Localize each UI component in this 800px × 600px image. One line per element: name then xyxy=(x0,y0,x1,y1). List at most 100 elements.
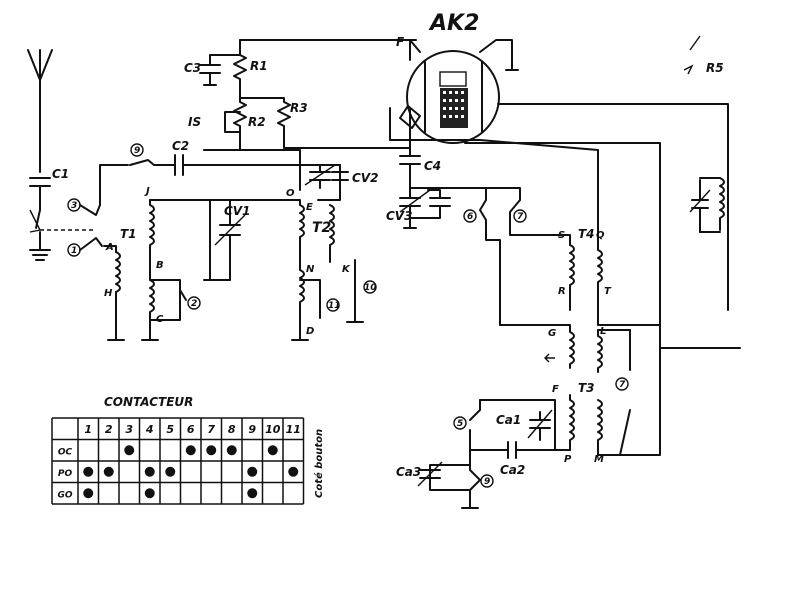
switch-1-left: 1 xyxy=(67,237,103,257)
switch-5: 5 xyxy=(453,416,467,430)
svg-text:9: 9 xyxy=(484,477,490,487)
rc-network xyxy=(199,39,411,191)
label-r5: R5 xyxy=(706,61,724,75)
label-c4: C4 xyxy=(424,159,441,173)
svg-text:9: 9 xyxy=(134,146,140,156)
table-column-header: 3 xyxy=(125,423,133,436)
table-column-header: 11 xyxy=(286,423,301,436)
node-s: S xyxy=(558,230,565,241)
table-contact-dot xyxy=(185,445,196,456)
tube-title: AK2 xyxy=(428,11,479,36)
node-p: P xyxy=(564,454,572,465)
table-contact-dot xyxy=(206,445,217,456)
switch-9-top: 9 xyxy=(99,143,341,206)
node-h: H xyxy=(104,288,113,299)
svg-text:5: 5 xyxy=(457,419,463,429)
variable-capacitor-cv2 xyxy=(304,164,349,189)
switch-3: 3 xyxy=(67,198,101,216)
antenna xyxy=(27,49,53,261)
table-column-header: 5 xyxy=(166,423,174,436)
label-is: IS xyxy=(188,115,201,129)
table-contact-dot xyxy=(103,466,114,477)
table-contact-dot xyxy=(288,466,299,477)
node-e: E xyxy=(306,202,313,213)
table-contact-dot xyxy=(83,466,94,477)
variable-capacitor-cv1 xyxy=(203,199,271,281)
capacitor-c4-cv3 xyxy=(399,147,521,229)
svg-text:3: 3 xyxy=(71,201,77,211)
table-contact-dot xyxy=(247,466,258,477)
transformer-t4 xyxy=(569,214,661,326)
label-c2: C2 xyxy=(172,139,189,153)
label-r1: R1 xyxy=(250,59,268,73)
label-cv1: CV1 xyxy=(224,204,250,218)
switch-7-lower: 7 xyxy=(615,377,629,391)
node-d: D xyxy=(306,326,314,337)
label-t1: T1 xyxy=(120,227,137,241)
table-side-note: Coté bouton xyxy=(313,429,325,498)
node-f: F xyxy=(552,384,559,395)
table-row-label: GO xyxy=(57,490,72,500)
table-contact-dot xyxy=(247,488,258,499)
switch-9-lower: 9 xyxy=(480,474,494,488)
coil-j xyxy=(141,199,211,341)
table-column-header: 6 xyxy=(187,423,195,436)
transformer-t2 xyxy=(269,164,364,341)
table-title: CONTACTEUR xyxy=(104,395,193,409)
label-r2: R2 xyxy=(248,115,266,129)
label-c1: C1 xyxy=(52,167,69,181)
node-q: Q xyxy=(596,230,605,241)
label-ca3: Ca3 xyxy=(396,465,421,479)
label-cv2: CV2 xyxy=(352,171,378,185)
table-row-label: PO xyxy=(58,469,73,479)
node-c: C xyxy=(156,314,164,325)
svg-text:7: 7 xyxy=(619,380,626,390)
switch-7-upper: 7 xyxy=(509,199,571,246)
node-t: T xyxy=(604,286,612,297)
table-column-header: 4 xyxy=(145,423,154,436)
table-row-label: OC xyxy=(58,447,73,457)
table-contact-dot xyxy=(144,466,155,477)
node-r: R xyxy=(558,286,566,297)
node-k: K xyxy=(342,264,351,275)
svg-text:7: 7 xyxy=(517,212,524,222)
transformer-t1 xyxy=(103,245,125,341)
svg-text:11: 11 xyxy=(328,301,341,311)
label-ca1: Ca1 xyxy=(496,413,521,427)
node-n: N xyxy=(306,264,315,275)
svg-text:6: 6 xyxy=(467,212,473,222)
label-cv3: CV3 xyxy=(386,209,412,223)
label-t3: T3 xyxy=(578,381,595,395)
switch-10: 10 xyxy=(363,280,377,294)
switch-2: 2 xyxy=(179,289,201,310)
table-contact-dot xyxy=(267,445,278,456)
label-ca2: Ca2 xyxy=(500,463,525,477)
table-column-header: 9 xyxy=(248,423,256,436)
node-a: A xyxy=(105,242,114,253)
table-column-header: 7 xyxy=(207,423,215,436)
node-o: O xyxy=(286,188,295,199)
transformer-t3 xyxy=(499,324,631,456)
right-circuit xyxy=(659,35,741,349)
node-g: G xyxy=(548,328,556,339)
node-b: B xyxy=(156,260,164,271)
table-column-header: 1 xyxy=(84,423,92,436)
vacuum-tube-ak2 xyxy=(389,39,729,456)
node-j: J xyxy=(144,186,150,197)
padder-network xyxy=(417,399,571,509)
table-column-header: 8 xyxy=(228,423,236,436)
table-contact-dot xyxy=(226,445,237,456)
svg-text:1: 1 xyxy=(71,246,77,256)
table-column-header: 2 xyxy=(105,423,113,436)
svg-text:10: 10 xyxy=(364,283,377,293)
table-contact-dot xyxy=(83,488,94,499)
table-contact-dot xyxy=(124,445,135,456)
switch-11: 11 xyxy=(326,298,341,312)
label-t2: T2 xyxy=(312,220,331,236)
svg-text:2: 2 xyxy=(191,299,197,309)
node-l: L xyxy=(600,326,606,337)
label-r3: R3 xyxy=(290,101,308,115)
table-column-header: 10 xyxy=(265,423,281,436)
